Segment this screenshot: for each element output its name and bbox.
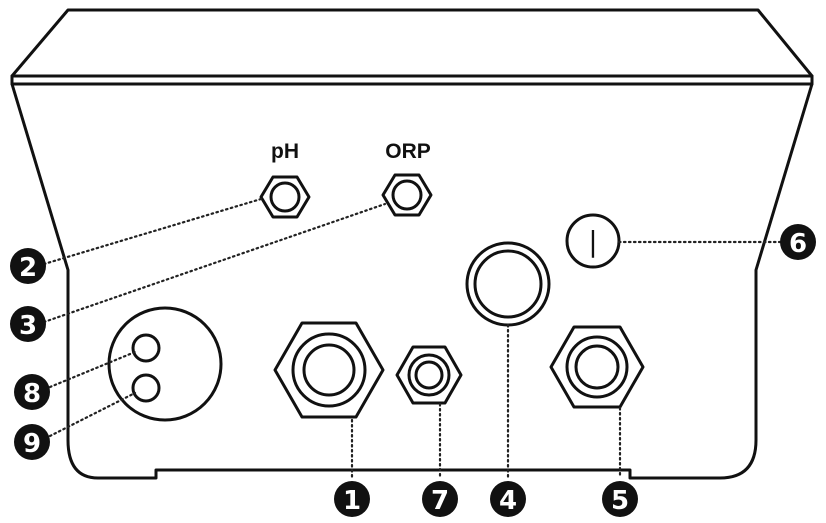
small-cable-gland [395,345,463,405]
round-grommet-port [465,241,551,327]
callout-7: 7 [422,481,458,517]
callout-9: 9 [14,424,50,460]
svg-text:8: 8 [23,379,41,409]
svg-text:3: 3 [19,311,37,341]
callout-2: 2 [10,248,46,284]
svg-text:4: 4 [499,486,517,516]
svg-text:1: 1 [343,486,361,516]
leader-3 [42,202,387,324]
callout-3: 3 [10,306,46,342]
switch-symbol: | [588,225,597,258]
orp-gland [381,173,433,217]
svg-text:5: 5 [611,486,629,516]
callout-1: 1 [334,481,370,517]
svg-text:9: 9 [23,429,41,459]
callout-6: 6 [780,224,816,260]
callout-5: 5 [602,481,638,517]
leader-9 [48,391,137,438]
ph-gland [259,175,311,219]
power-switch: | [565,213,621,269]
medium-cable-gland [549,325,645,409]
svg-text:6: 6 [789,229,807,259]
ph-label: pH [271,140,299,163]
leader-8 [48,350,137,389]
svg-text:7: 7 [431,486,449,516]
callout-8: 8 [14,374,50,410]
dual-cable-entry [107,306,223,422]
callout-4: 4 [490,481,526,517]
large-cable-gland [273,321,385,419]
svg-text:2: 2 [19,253,37,283]
enclosure-lid [10,8,814,78]
orp-label: ORP [385,140,431,163]
